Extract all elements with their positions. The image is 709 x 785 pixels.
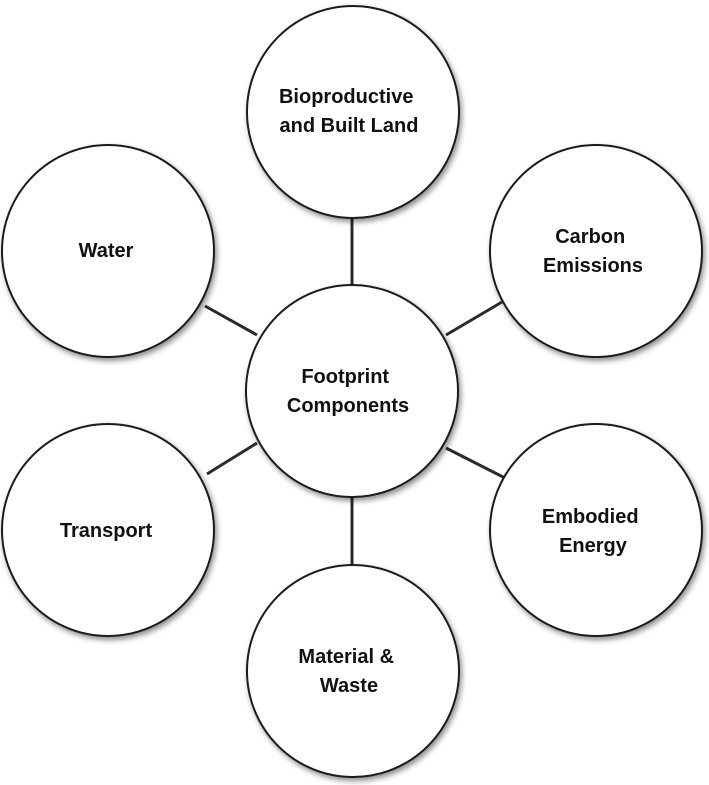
node-carbon-label-line1: Carbon	[555, 226, 625, 248]
svg-text:Footprint Components: Footprint Components	[287, 366, 409, 417]
node-transport-label: Transport	[60, 520, 153, 542]
center-node: Footprint Components	[245, 284, 459, 498]
node-bioproductive-circle	[246, 5, 460, 219]
node-carbon: Carbon Emissions	[489, 144, 703, 358]
node-embodied-label-line2: Energy	[559, 535, 628, 557]
svg-text:Water: Water	[79, 240, 134, 262]
node-water: Water	[1, 144, 215, 358]
node-embodied: Embodied Energy	[489, 423, 703, 637]
connector-transport	[206, 441, 258, 476]
node-material-label-line2: Waste	[320, 675, 378, 697]
svg-text:Carbon Emissions: Carbon Emissions	[543, 226, 643, 277]
svg-text:Transport: Transport	[60, 520, 153, 542]
node-material-circle	[246, 564, 460, 778]
node-bioproductive-label-line1: Bioproductive	[279, 86, 413, 108]
node-bioproductive: Bioproductive and Built Land	[246, 5, 460, 219]
connector-carbon	[445, 300, 503, 337]
svg-text:Bioproductive and Built: Bioproductive and Built Land	[279, 86, 419, 137]
node-embodied-label-line1: Embodied	[542, 506, 639, 528]
node-carbon-circle	[489, 144, 703, 358]
node-embodied-circle	[489, 423, 703, 637]
svg-text:Material & Waste: Material & Waste	[298, 646, 399, 697]
node-carbon-label-line2: Emissions	[543, 255, 643, 277]
connector-water	[204, 304, 258, 337]
node-water-label: Water	[79, 240, 134, 262]
center-node-label-line2: Components	[287, 395, 409, 417]
center-node-circle	[245, 284, 459, 498]
node-material-label-line1: Material &	[298, 646, 394, 668]
node-material: Material & Waste	[246, 564, 460, 778]
connector-embodied	[445, 446, 506, 480]
center-node-label-line1: Footprint	[301, 366, 389, 388]
node-transport-circle	[1, 423, 215, 637]
node-transport: Transport	[1, 423, 215, 637]
svg-text:Embodied Energy: Embodied Energy	[542, 506, 644, 557]
node-bioproductive-label-line2: and Built Land	[280, 115, 419, 137]
connectors	[204, 215, 506, 572]
node-water-circle	[1, 144, 215, 358]
